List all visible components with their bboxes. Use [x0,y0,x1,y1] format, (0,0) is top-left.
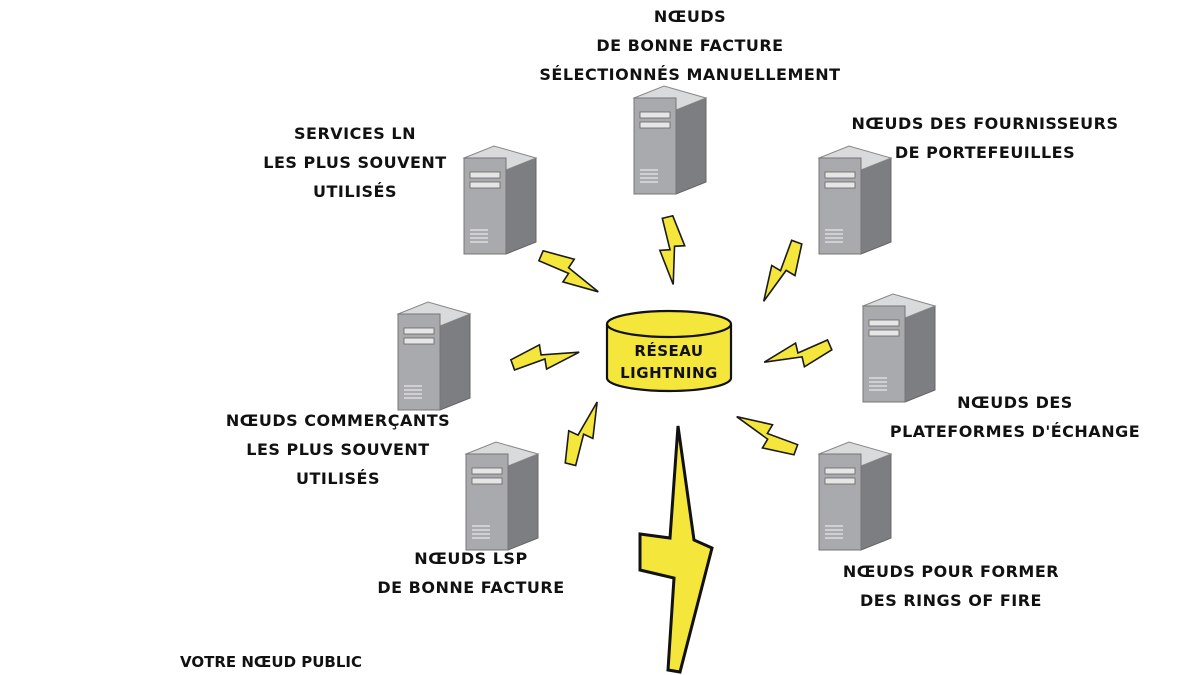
label-line: DES RINGS OF FIRE [860,591,1042,610]
lightning-network-database-icon [605,309,733,393]
label-line: UTILISÉS [313,182,397,201]
label-line: SÉLECTIONNÉS MANUELLEMENT [539,65,841,84]
server-icon-rings [818,441,892,551]
center-label: RÉSEAU LIGHTNING [620,340,718,384]
server-icon-services [463,145,537,255]
label-ln-services: SERVICES LN LES PLUS SOUVENT UTILISÉS [263,119,446,206]
label-line: NŒUDS DES [957,393,1073,412]
server-icon-lsp [465,441,539,551]
label-line: NŒUDS COMMERÇANTS [225,411,451,430]
center-label-line-1: RÉSEAU [634,342,704,360]
lightning-bolt-icon-wallet [748,236,815,307]
label-line: NŒUDS [653,7,727,26]
label-line: DE PORTEFEUILLES [894,143,1076,162]
lightning-bolt-icon-merchants [509,343,581,373]
lightning-bolt-icon-rings [731,401,802,468]
label-wallet-provider-nodes: NŒUDS DES FOURNISSEURS DE PORTEFEUILLES [851,109,1118,167]
label-line: NŒUDS POUR FORMER [842,562,1060,581]
label-line: NŒUDS DES FOURNISSEURS [851,114,1119,133]
label-line: DE BONNE FACTURE [377,578,565,597]
label-line: DE BONNE FACTURE [596,36,784,55]
server-icon-exchange [862,293,936,403]
label-line: NŒUDS LSP [414,549,528,568]
label-merchant-nodes: NŒUDS COMMERÇANTS LES PLUS SOUVENT UTILI… [226,406,450,493]
label-line: SERVICES LN [294,124,416,143]
server-icon-handpicked [633,85,707,195]
label-line: PLATEFORMES D'ÉCHANGE [889,422,1141,441]
lightning-bolt-icon-handpicked [652,213,690,287]
center-label-line-2: LIGHTNING [620,364,718,382]
label-handpicked-nodes: NŒUDS DE BONNE FACTURE SÉLECTIONNÉS MANU… [539,2,840,89]
label-lsp-nodes: NŒUDS LSP DE BONNE FACTURE [377,544,564,602]
label-line: LES PLUS SOUVENT [263,153,447,172]
label-line: UTILISÉS [296,469,380,488]
your-public-node-label: VOTRE NŒUD PUBLIC [180,653,363,671]
lightning-bolt-icon-lsp [551,397,615,470]
lightning-bolt-icon-services [535,238,604,307]
label-line: LES PLUS SOUVENT [246,440,430,459]
big-lightning-bolt-icon [638,425,714,674]
label-rings-of-fire-nodes: NŒUDS POUR FORMER DES RINGS OF FIRE [843,557,1059,615]
server-icon-merchants [397,301,471,411]
lightning-bolt-icon-exchange [762,339,834,369]
label-exchange-nodes: NŒUDS DES PLATEFORMES D'ÉCHANGE [890,388,1140,446]
